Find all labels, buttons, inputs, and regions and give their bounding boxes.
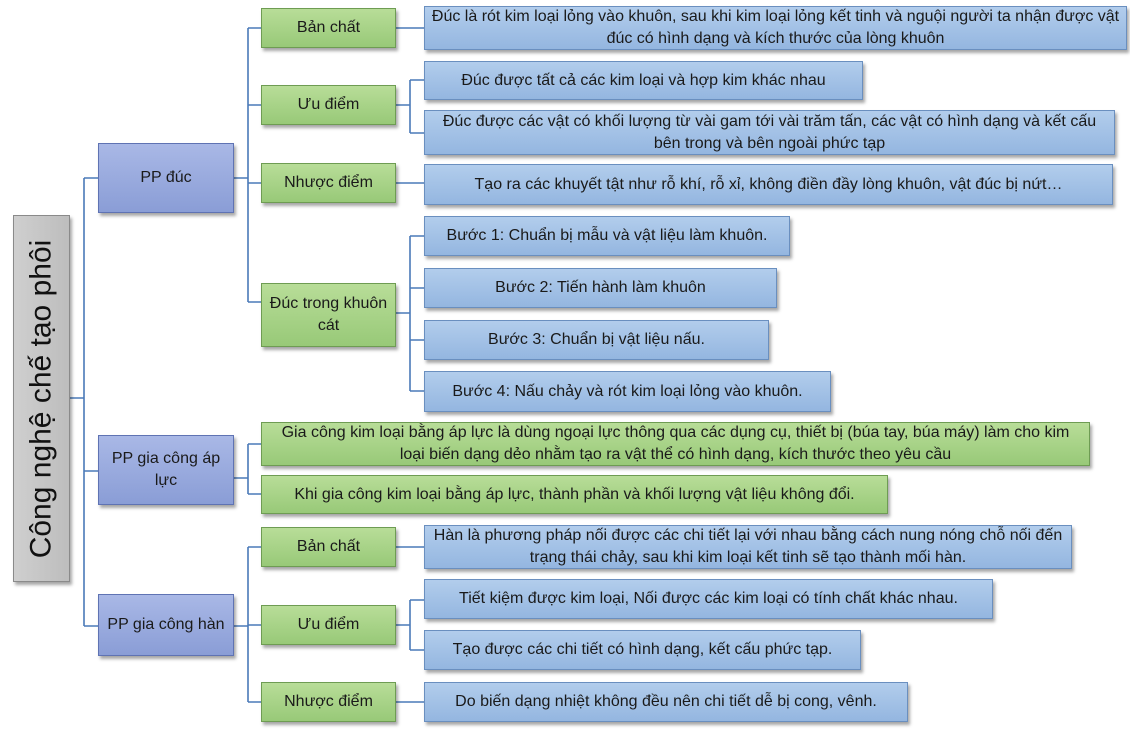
detail-duc-ban-chat: Đúc là rót kim loại lỏng vào khuôn, sau … (424, 6, 1127, 50)
detail-han-nhuoc-diem-text: Do biến dạng nhiệt không đều nên chi tiế… (455, 693, 877, 710)
detail-han-ban-chat-text: Hàn là phương pháp nối được các chi tiết… (433, 527, 1063, 566)
detail-duc-nhuoc-diem-text: Tạo ra các khuyết tật như rỗ khí, rỗ xỉ,… (474, 175, 1063, 193)
node-han-uu-diem-label: Ưu điểm (297, 616, 360, 633)
node-duc-ban-chat: Bản chất (261, 8, 396, 48)
node-pp-ap-luc: PP gia công áp lực (98, 435, 234, 505)
detail-han-nhuoc-diem: Do biến dạng nhiệt không đều nên chi tiế… (424, 682, 908, 722)
node-duc-khuon-cat-label: Đúc trong khuôn cát (269, 295, 388, 334)
detail-ap-luc-1-text: Gia công kim loại bằng áp lực là dùng ng… (281, 424, 1070, 463)
step-4: Bước 4: Nấu chảy và rót kim loại lỏng và… (424, 371, 831, 412)
detail-han-uu-diem-2-text: Tạo được các chi tiết có hình dạng, kết … (452, 641, 833, 658)
step-4-text: Bước 4: Nấu chảy và rót kim loại lỏng và… (452, 382, 803, 400)
node-han-nhuoc-diem-label: Nhược điểm (284, 693, 373, 710)
detail-duc-nhuoc-diem: Tạo ra các khuyết tật như rỗ khí, rỗ xỉ,… (424, 164, 1113, 205)
step-2: Bước 2: Tiến hành làm khuôn (424, 268, 777, 308)
node-duc-nhuoc-diem-label: Nhược điểm (284, 174, 373, 191)
node-duc-uu-diem-label: Ưu điểm (297, 96, 360, 113)
detail-duc-ban-chat-text: Đúc là rót kim loại lỏng vào khuôn, sau … (431, 8, 1120, 47)
step-3: Bước 3: Chuẩn bị vật liệu nấu. (424, 320, 769, 360)
detail-duc-uu-diem-1: Đúc được tất cả các kim loại và hợp kim … (424, 61, 863, 100)
node-duc-uu-diem: Ưu điểm (261, 85, 396, 125)
node-pp-ap-luc-label: PP gia công áp lực (111, 450, 221, 489)
node-duc-khuon-cat: Đúc trong khuôn cát (261, 283, 396, 347)
node-duc-ban-chat-label: Bản chất (296, 19, 361, 36)
node-pp-duc-label: PP đúc (140, 169, 192, 186)
detail-ap-luc-2-text: Khi gia công kim loại bằng áp lực, thành… (294, 485, 855, 503)
detail-ap-luc-1: Gia công kim loại bằng áp lực là dùng ng… (261, 422, 1090, 466)
node-han-uu-diem: Ưu điểm (261, 605, 396, 645)
detail-han-uu-diem-1: Tiết kiệm được kim loại, Nối được các ki… (424, 579, 993, 619)
step-2-text: Bước 2: Tiến hành làm khuôn (495, 279, 706, 296)
node-han-ban-chat-label: Bản chất (296, 538, 361, 555)
step-1: Bước 1: Chuẩn bị mẫu và vật liệu làm khu… (424, 216, 790, 256)
root-label: Công nghệ chế tạo phôi (24, 239, 58, 558)
detail-duc-uu-diem-1-text: Đúc được tất cả các kim loại và hợp kim … (461, 71, 826, 89)
step-1-text: Bước 1: Chuẩn bị mẫu và vật liệu làm khu… (446, 227, 768, 244)
node-han-ban-chat: Bản chất (261, 527, 396, 567)
node-pp-duc: PP đúc (98, 143, 234, 213)
node-pp-han-label: PP gia công hàn (107, 616, 225, 633)
root-node: Công nghệ chế tạo phôi (13, 215, 70, 582)
detail-ap-luc-2: Khi gia công kim loại bằng áp lực, thành… (261, 475, 888, 514)
node-duc-nhuoc-diem: Nhược điểm (261, 163, 396, 203)
step-3-text: Bước 3: Chuẩn bị vật liệu nấu. (488, 331, 705, 348)
detail-han-uu-diem-2: Tạo được các chi tiết có hình dạng, kết … (424, 630, 861, 670)
detail-duc-uu-diem-2: Đúc được các vật có khối lượng từ vài ga… (424, 110, 1115, 155)
detail-duc-uu-diem-2-text: Đúc được các vật có khối lượng từ vài ga… (442, 112, 1097, 152)
detail-han-uu-diem-1-text: Tiết kiệm được kim loại, Nối được các ki… (459, 590, 958, 607)
node-pp-han: PP gia công hàn (98, 594, 234, 656)
node-han-nhuoc-diem: Nhược điểm (261, 682, 396, 722)
detail-han-ban-chat: Hàn là phương pháp nối được các chi tiết… (424, 525, 1072, 569)
